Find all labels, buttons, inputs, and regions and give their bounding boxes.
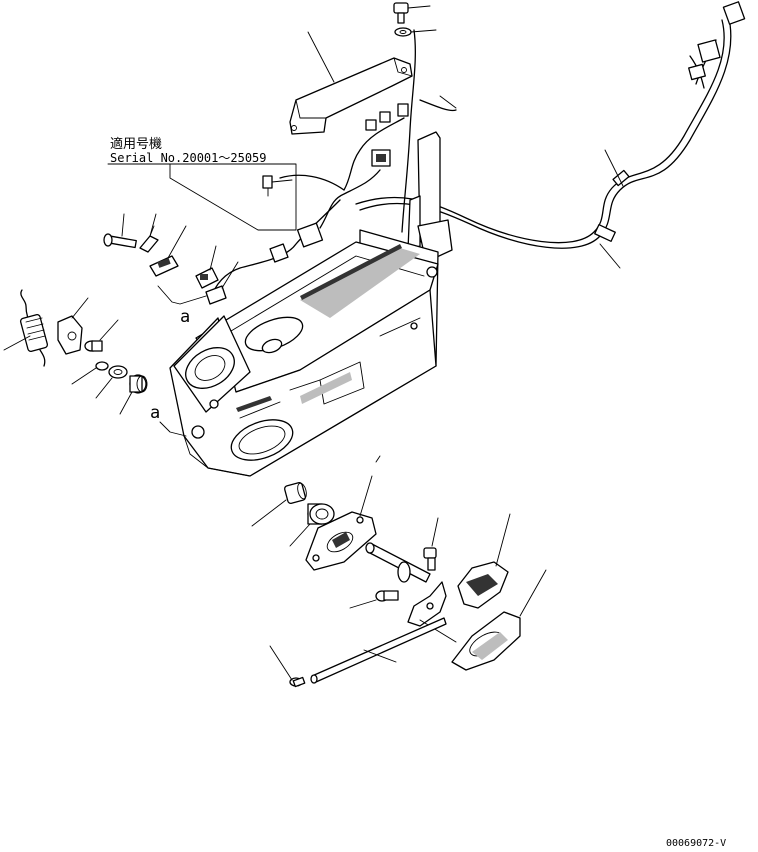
bolt-lower <box>349 590 399 609</box>
bolt-top <box>393 2 431 24</box>
callout-a-upper-leader <box>157 285 207 305</box>
left-lever-plate <box>305 475 377 571</box>
serial-note-box <box>169 163 297 231</box>
serial-note-title: 適用号機 <box>110 136 162 152</box>
washer-top <box>394 27 437 37</box>
limit-switch <box>195 245 239 305</box>
stopper-block <box>57 297 89 355</box>
cover-bracket <box>289 31 413 135</box>
small-bolt-left <box>84 319 119 352</box>
harness-connector-top <box>688 1 746 81</box>
callout-a-lower-leader <box>159 421 187 437</box>
pin <box>103 213 137 249</box>
lever-bracket <box>407 581 457 643</box>
callout-a-upper: a <box>180 307 190 327</box>
relay-connectors <box>269 103 409 263</box>
screw-bottom <box>269 645 306 688</box>
washer-left <box>95 365 128 399</box>
bolt-mid <box>423 517 439 571</box>
right-cover-large <box>451 569 547 671</box>
spring <box>3 289 49 367</box>
console-frame <box>169 131 453 477</box>
right-cover-small <box>457 513 511 609</box>
serial-note-range: Serial No.20001～25059 <box>110 151 267 165</box>
drawing-number: 00069072-V <box>666 838 726 849</box>
connector-small-part <box>262 175 293 197</box>
collar-left <box>119 374 148 415</box>
switch-bracket <box>149 225 187 277</box>
wiring-harness <box>355 1 746 269</box>
serial-note: 適用号機 Serial No.20001～25059 <box>107 136 297 231</box>
control-rod <box>310 617 447 684</box>
callout-a-lower: a <box>150 403 160 423</box>
clip <box>139 213 159 253</box>
bushing <box>251 482 307 527</box>
nut-left <box>71 361 109 385</box>
lever-shaft <box>365 542 431 583</box>
label-leaders <box>375 95 457 463</box>
center-wires <box>209 29 457 301</box>
flanged-bushing <box>289 503 335 547</box>
